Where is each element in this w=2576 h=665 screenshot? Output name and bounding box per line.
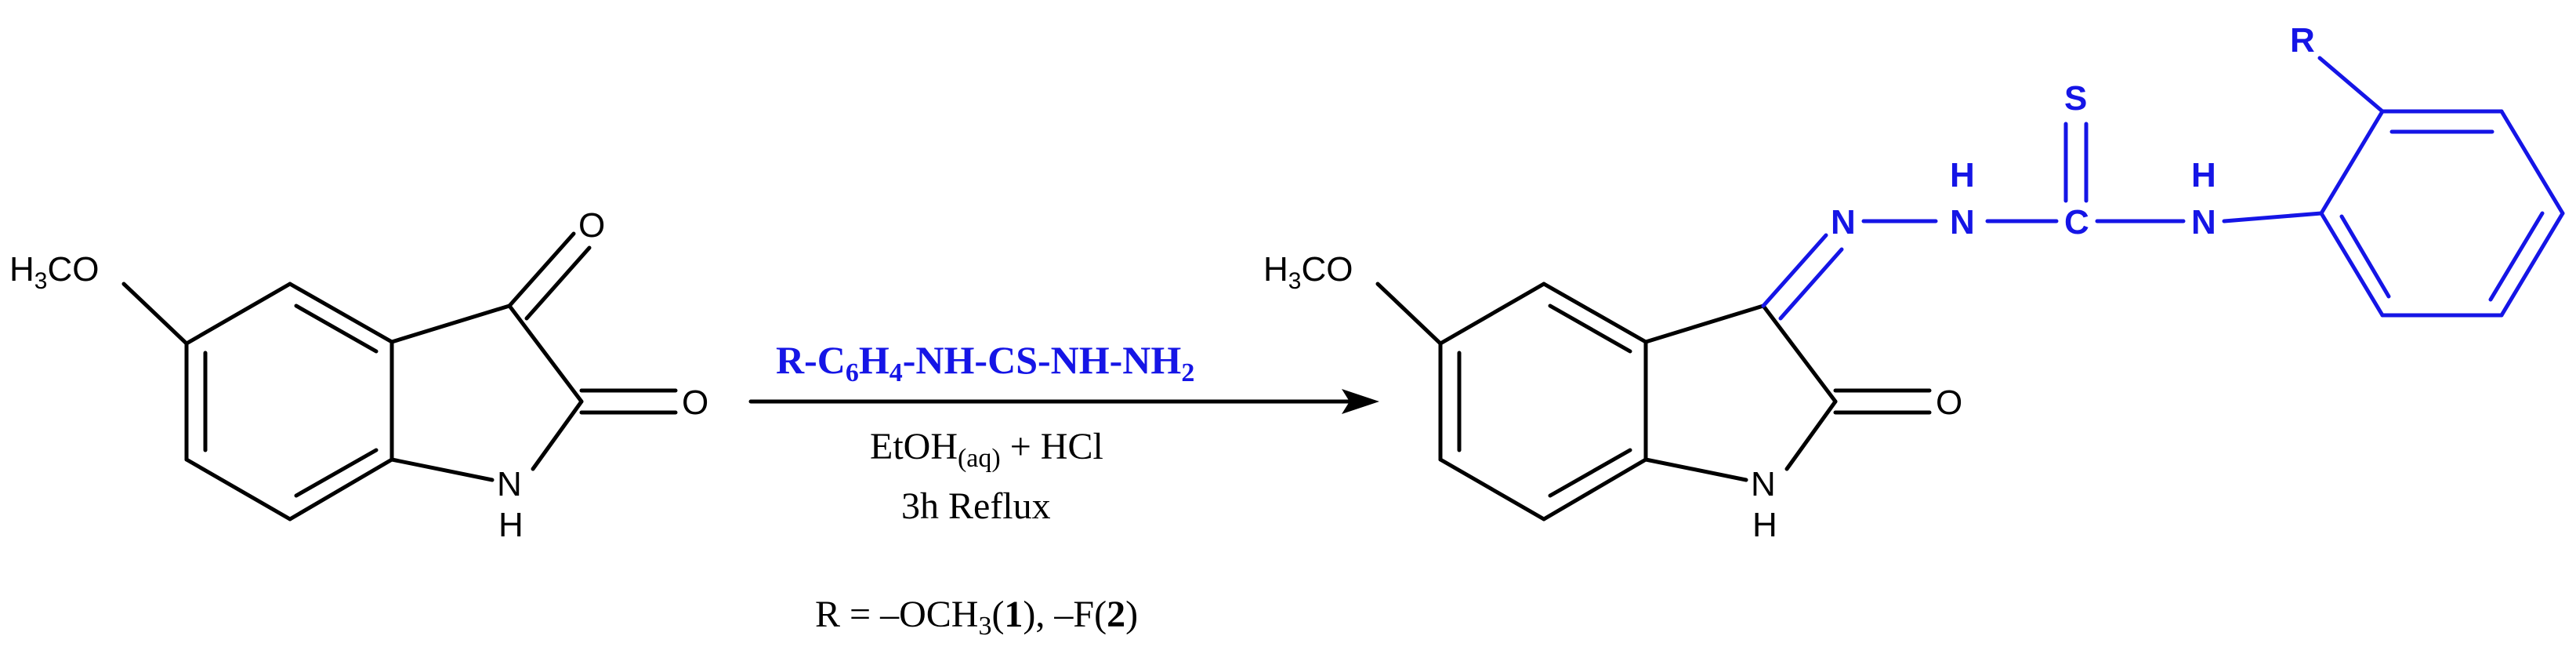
reagent-subscript: 6 bbox=[845, 358, 859, 387]
reagent-text: R-C bbox=[776, 338, 846, 382]
solvent-text: EtOH bbox=[870, 426, 958, 467]
product-thio-c: C bbox=[2064, 203, 2089, 242]
product-hydrazine-n: N bbox=[1950, 203, 1975, 242]
product-phenyl-ring bbox=[2317, 56, 2565, 318]
reaction-arrow bbox=[748, 389, 1379, 414]
product-hydrazine-h: H bbox=[1950, 156, 1975, 194]
product-amide-n: N bbox=[2191, 203, 2216, 242]
product-thiosemicarbazide-chain bbox=[1861, 122, 2324, 223]
reagent-subscript: 4 bbox=[889, 358, 903, 387]
product-oxygen-right: O bbox=[1936, 383, 1962, 422]
conditions-solvent: EtOH(aq) + HCl bbox=[870, 425, 1103, 472]
reactant-methoxy-label: H3CO bbox=[9, 250, 99, 294]
product-methoxy-label: H3CO bbox=[1263, 250, 1353, 294]
reactant-oxygen-right: O bbox=[682, 383, 708, 422]
reagent-subscript: 2 bbox=[1181, 358, 1195, 387]
product-nh-n: N bbox=[1751, 465, 1776, 503]
additive-text: + HCl bbox=[1000, 426, 1103, 467]
product-amide-h: H bbox=[2191, 156, 2216, 194]
product-imine-n: N bbox=[1831, 203, 1856, 242]
reactant-nh-n: N bbox=[497, 465, 522, 503]
reactant-nh-h: H bbox=[498, 506, 524, 544]
reactant-structure bbox=[121, 231, 678, 521]
reactant-oxygen-top: O bbox=[578, 206, 605, 245]
reagent-formula: R-C6H4-NH-CS-NH-NH2 bbox=[776, 337, 1194, 387]
conditions-time: 3h Reflux bbox=[901, 485, 1051, 527]
reagent-text: H bbox=[858, 338, 889, 382]
product-r-group: R bbox=[2290, 21, 2315, 60]
solvent-sub: (aq) bbox=[957, 444, 1001, 473]
product-thio-s: S bbox=[2064, 79, 2087, 118]
reagent-text: -NH-CS-NH-NH bbox=[902, 338, 1182, 382]
product-structure bbox=[1375, 233, 1932, 521]
product-nh-h: H bbox=[1752, 506, 1777, 544]
r-definition: R = –OCH3(1), –F(2) bbox=[815, 594, 1139, 641]
